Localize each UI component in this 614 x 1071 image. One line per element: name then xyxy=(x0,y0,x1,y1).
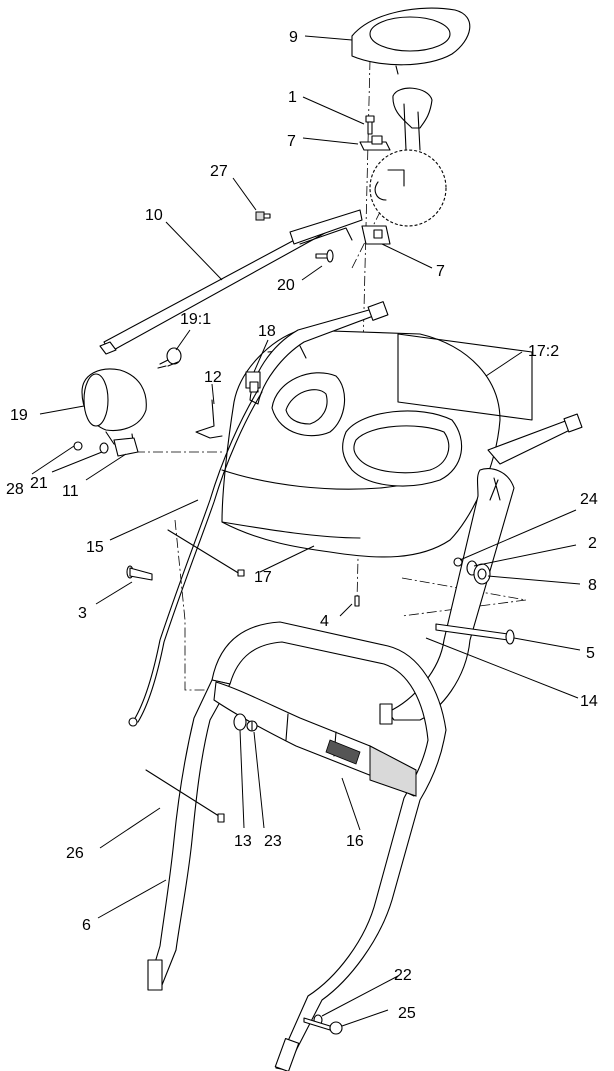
callout-12: 12 xyxy=(204,369,222,386)
part-18-connector xyxy=(245,371,261,393)
part-28-screw xyxy=(73,441,83,451)
part-4-pin xyxy=(354,595,360,607)
part-19-headlight xyxy=(81,368,147,449)
callout-14: 14 xyxy=(580,693,598,710)
callout-9: 9 xyxy=(289,29,298,46)
part-5-bolt xyxy=(435,623,515,645)
callout-7: 7 xyxy=(287,133,296,150)
part-11-bracket xyxy=(113,437,139,457)
callout-1: 1 xyxy=(288,89,297,106)
callout-6: 6 xyxy=(82,917,91,934)
callout-15: 15 xyxy=(86,539,104,556)
callout-27: 27 xyxy=(210,163,228,180)
part-27-clip xyxy=(255,211,271,221)
part-16-bail xyxy=(213,681,417,797)
callout-8: 8 xyxy=(588,577,597,594)
callout-19: 19 xyxy=(10,407,28,424)
cable-tie-upper xyxy=(167,529,245,577)
part-13-washer xyxy=(233,713,247,731)
callout-labels: 9 1 7 27 10 20 7 19:1 18 17:2 12 19 28 2… xyxy=(6,29,598,1022)
callout-18: 18 xyxy=(258,323,276,340)
callout-23: 23 xyxy=(264,833,282,850)
part-8-knob xyxy=(473,563,491,585)
part-17-dash-panel xyxy=(221,329,501,558)
callout-5: 5 xyxy=(586,645,595,662)
leader-lines xyxy=(31,35,581,1027)
callout-22: 22 xyxy=(394,967,412,984)
part-26-cable-tie xyxy=(145,769,225,823)
callout-7: 7 xyxy=(436,263,445,280)
part-14-upper-handle xyxy=(249,301,583,725)
part-23-bolt xyxy=(246,720,258,732)
part-10-rod xyxy=(99,209,363,355)
part-6-lower-handle xyxy=(147,621,447,1071)
part-9-boot xyxy=(351,7,471,75)
part-7-bracket-lower xyxy=(361,225,391,245)
part-21-washer xyxy=(99,442,109,454)
part-3-bolt xyxy=(126,565,153,581)
part-12-clip xyxy=(195,399,223,439)
callout-25: 25 xyxy=(398,1005,416,1022)
callout-2: 2 xyxy=(588,535,597,552)
callout-24: 24 xyxy=(580,491,598,508)
callout-4: 4 xyxy=(320,613,329,630)
callout-17: 17 xyxy=(254,569,272,586)
part-1-bolt xyxy=(365,115,375,135)
chute-control-assembly xyxy=(369,87,447,227)
part-17-2-decal xyxy=(397,333,533,421)
callout-3: 3 xyxy=(78,605,87,622)
part-15-wire-harness xyxy=(128,389,263,727)
callout-11: 11 xyxy=(62,483,79,500)
part-20-pin xyxy=(315,249,334,263)
callout-21: 21 xyxy=(30,475,48,492)
callout-10: 10 xyxy=(145,207,163,224)
callout-19-1: 19:1 xyxy=(180,311,211,328)
part-19-1-bulb xyxy=(157,347,182,369)
callout-26: 26 xyxy=(66,845,84,862)
callout-20: 20 xyxy=(277,277,295,294)
callout-28: 28 xyxy=(6,481,24,498)
part-25-bolt xyxy=(303,1017,343,1035)
callout-16: 16 xyxy=(346,833,364,850)
callout-17-2: 17:2 xyxy=(528,343,559,360)
part-7-bracket-upper xyxy=(359,135,391,151)
callout-13: 13 xyxy=(234,833,252,850)
